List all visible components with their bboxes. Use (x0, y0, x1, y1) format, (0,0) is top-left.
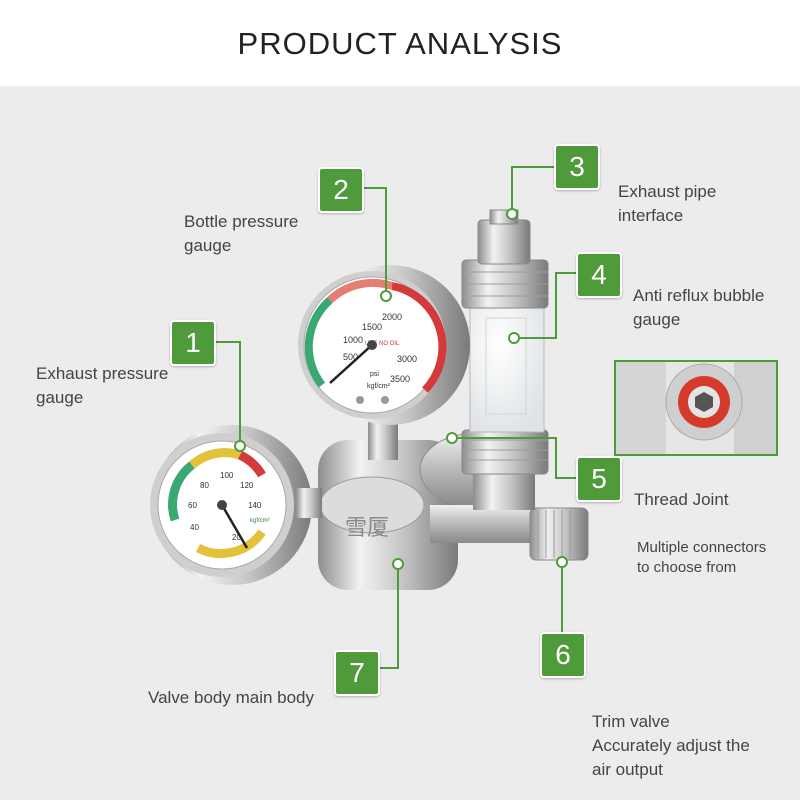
callout-badge-3: 3 (554, 144, 600, 190)
connector-detail-inset (614, 360, 778, 456)
label-exhaust-pipe-interface: Exhaust pipe interface (618, 182, 717, 225)
trim-valve-knob (529, 507, 589, 561)
label-thread-joint: Thread Joint (634, 490, 729, 509)
label-multiple-connectors: Multiple connectors to choose from (637, 539, 767, 576)
header-bar (0, 0, 800, 86)
svg-text:40: 40 (190, 523, 199, 532)
label-anti-reflux-bubble-gauge: Anti reflux bubble gauge (633, 286, 765, 329)
callout-badge-5: 5 (576, 456, 622, 502)
connector-detail-image (616, 362, 776, 454)
leader-4 (514, 272, 578, 339)
callout-badge-2: 2 (318, 167, 364, 213)
body-logo: 雪厦 (345, 516, 389, 541)
svg-text:kgf/cm²: kgf/cm² (250, 518, 270, 524)
label-valve-body: Valve body main body (148, 688, 315, 707)
label-bottle-pressure-gauge: Bottle pressure gauge (184, 212, 299, 255)
leader-1 (212, 341, 241, 446)
svg-text:3500: 3500 (390, 374, 410, 384)
exhaust-pipe-interface (477, 219, 531, 265)
bubble-gauge-glass (469, 299, 545, 433)
svg-text:500: 500 (343, 352, 358, 362)
callout-badge-6: 6 (540, 632, 586, 678)
leader-3 (511, 166, 556, 214)
label-trim-valve: Trim valve Accurately adjust the air out… (592, 712, 750, 779)
svg-text:2000: 2000 (382, 312, 402, 322)
svg-text:60: 60 (188, 501, 197, 510)
leader-7 (378, 564, 399, 669)
svg-text:USE NO OIL: USE NO OIL (365, 341, 400, 347)
leader-5 (452, 437, 578, 479)
svg-text:1500: 1500 (362, 322, 382, 332)
svg-text:140: 140 (248, 501, 262, 510)
callout-badge-7: 7 (334, 650, 380, 696)
svg-text:kgf/cm²: kgf/cm² (367, 383, 391, 390)
exhaust-pressure-gauge: 40 60 80 100 120 140 20 kgf/cm² (150, 425, 322, 585)
svg-text:20: 20 (232, 533, 241, 542)
page-title: PRODUCT ANALYSIS (237, 26, 563, 61)
label-exhaust-pressure-gauge: Exhaust pressure gauge (36, 364, 169, 407)
svg-text:3000: 3000 (397, 354, 417, 364)
svg-text:1000: 1000 (343, 335, 363, 345)
svg-text:120: 120 (240, 481, 254, 490)
bottle-pressure-gauge: 500 1000 1500 2000 3000 3500 USE NO OIL … (298, 265, 470, 425)
svg-text:100: 100 (220, 471, 234, 480)
callout-badge-1: 1 (170, 320, 216, 366)
leader-2 (363, 187, 387, 296)
svg-text:psi: psi (370, 371, 379, 378)
thread-joint (461, 429, 549, 475)
svg-text:80: 80 (200, 481, 209, 490)
callout-badge-4: 4 (576, 252, 622, 298)
